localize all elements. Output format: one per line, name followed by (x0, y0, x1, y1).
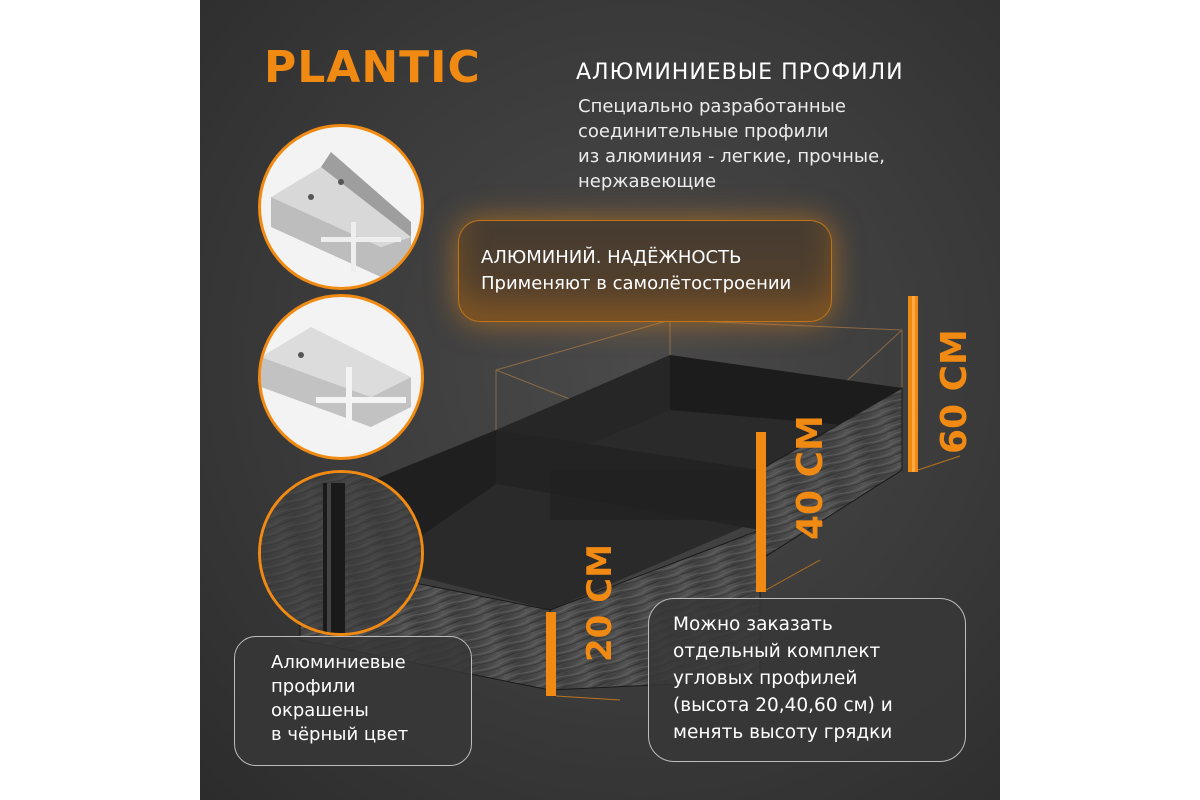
profile-detail-circle-1 (258, 124, 424, 290)
callout-title: АЛЮМИНИЙ. НАДЁЖНОСТЬ (481, 247, 742, 268)
aluminium-reliability-callout: АЛЮМИНИЙ. НАДЁЖНОСТЬ Применяют в самолёт… (458, 220, 832, 322)
height-20-label: 20 СМ (580, 544, 620, 662)
height-60-label: 60 СМ (934, 329, 975, 454)
height-40-label: 40 СМ (790, 415, 831, 540)
black-paint-text: Алюминиевые профили окрашены в чёрный цв… (271, 652, 409, 745)
section-heading: АЛЮМИНИЕВЫЕ ПРОФИЛИ (576, 60, 904, 85)
profile-detail-circle-2 (258, 294, 424, 460)
product-description: Специально разработанные соединительные … (578, 96, 885, 192)
product-card: PLANTIC АЛЮМИНИЕВЫЕ ПРОФИЛИ Специально р… (200, 0, 1000, 800)
black-paint-callout: Алюминиевые профили окрашены в чёрный цв… (234, 636, 472, 766)
black-corner-profile-image (261, 473, 421, 633)
aluminium-cross-profile-image (261, 327, 411, 429)
brand-logo: PLANTIC (264, 42, 481, 93)
order-kit-callout: Можно заказать отдельный комплект угловы… (648, 598, 966, 762)
aluminium-profile-image (271, 152, 411, 277)
callout-subtitle: Применяют в самолётостроении (481, 273, 792, 294)
order-kit-text: Можно заказать отдельный комплект угловы… (673, 614, 893, 743)
profile-detail-circle-3 (258, 470, 424, 636)
